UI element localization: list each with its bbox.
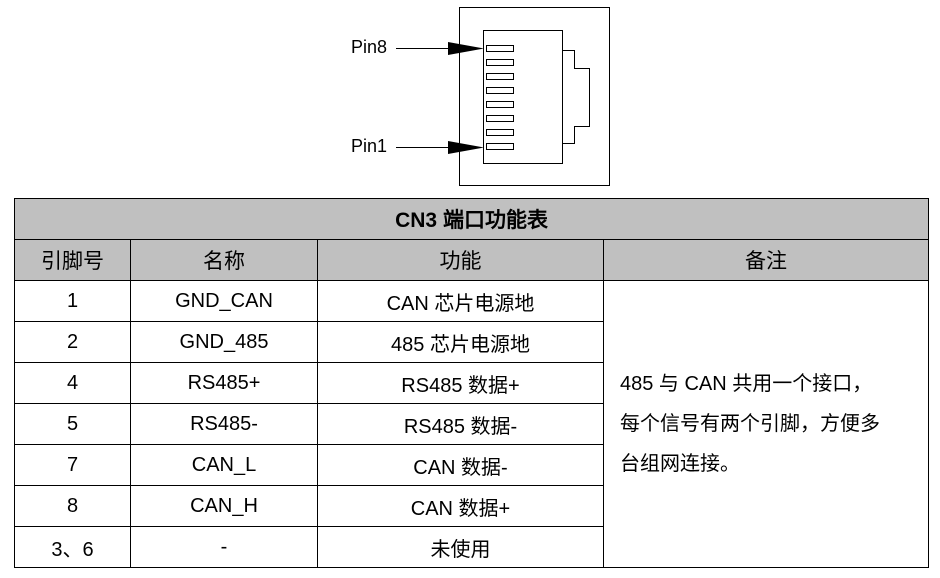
note-cell: 485 与 CAN 共用一个接口， 每个信号有两个引脚，方便多 台组网连接。 [602, 280, 930, 568]
name-cell: - [130, 526, 318, 568]
name-cell: GND_CAN [130, 280, 318, 322]
name-cell: CAN_H [130, 485, 318, 527]
pin-cell: 2 [14, 321, 131, 363]
name-cell: GND_485 [130, 321, 318, 363]
function-cell: 485 芯片电源地 [317, 321, 604, 363]
note-line: 485 与 CAN 共用一个接口， [620, 373, 873, 395]
table-row: 3、6 - 未使用 [14, 526, 929, 568]
table-row: 7 CAN_L CAN 数据- [14, 444, 929, 486]
function-cell: 未使用 [317, 526, 604, 568]
function-cell: CAN 芯片电源地 [317, 280, 604, 322]
function-cell: CAN 数据- [317, 444, 604, 486]
name-cell: RS485- [130, 403, 318, 445]
pin8-label: Pin8 [351, 37, 388, 57]
connector-outline [459, 7, 610, 186]
pin8-arrow [396, 42, 484, 55]
header-function: 功能 [317, 239, 604, 281]
header-pin-number: 引脚号 [14, 239, 131, 281]
pin1-label: Pin1 [351, 136, 388, 156]
pin-cell: 4 [14, 362, 131, 404]
name-cell: CAN_L [130, 444, 318, 486]
pin-cell: 3、6 [14, 526, 131, 568]
table-row: 8 CAN_H CAN 数据+ [14, 485, 929, 527]
table-row: 5 RS485- RS485 数据- [14, 403, 929, 445]
function-cell: RS485 数据- [317, 403, 604, 445]
note-line: 台组网连接。 [620, 453, 740, 475]
jack-body [483, 30, 563, 164]
name-cell: RS485+ [130, 362, 318, 404]
table-row: 4 RS485+ RS485 数据+ [14, 362, 929, 404]
pin-contacts [486, 45, 514, 150]
connector-diagram: Pin8 Pin1 [0, 0, 940, 195]
function-cell: RS485 数据+ [317, 362, 604, 404]
pin-cell: 1 [14, 280, 131, 322]
table-title: CN3 端口功能表 [13, 198, 930, 240]
table-row: 1 GND_CAN CAN 芯片电源地 485 与 CAN 共用一个接口， 每个… [14, 280, 930, 568]
header-note: 备注 [602, 239, 930, 281]
pin-cell: 5 [14, 403, 131, 445]
function-cell: CAN 数据+ [317, 485, 604, 527]
table-row: 2 GND_485 485 芯片电源地 [14, 321, 929, 363]
latch-notch [562, 50, 590, 144]
note-line: 每个信号有两个引脚，方便多 [620, 413, 880, 435]
pin1-arrow [396, 141, 484, 154]
header-name: 名称 [130, 239, 318, 281]
pin-cell: 8 [14, 485, 131, 527]
pin-cell: 7 [14, 444, 131, 486]
cn3-port-function-table: CN3 端口功能表 引脚号 名称 功能 备注 1 GND_CAN CAN 芯片电… [13, 198, 930, 568]
rj45-connector-drawing [396, 7, 610, 186]
